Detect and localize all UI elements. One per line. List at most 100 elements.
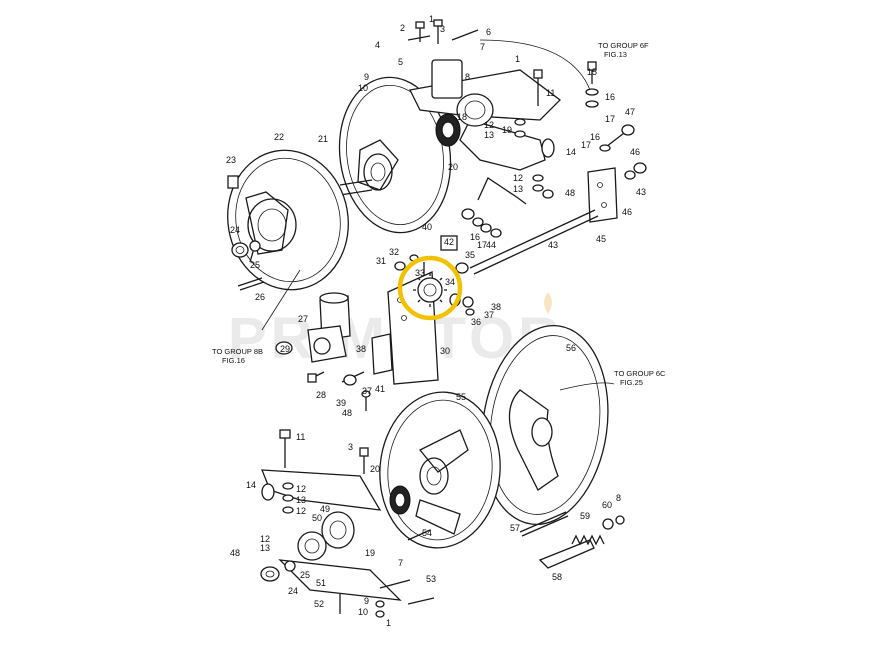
part-label: 3 [348, 442, 353, 452]
part-label: 19 [365, 548, 375, 558]
part-label: 23 [226, 155, 236, 165]
note-right-line2: FIG.25 [620, 378, 643, 387]
part-label: 38 [491, 302, 501, 312]
part-label: 25 [250, 260, 260, 270]
group-notes: TO GROUP 6F FIG.13 TO GROUP 8B FIG.16 TO… [212, 41, 666, 387]
part-label: 50 [312, 513, 322, 523]
part-label: 14 [566, 147, 576, 157]
part-labels: 2 1 3 4 6 5 7 1 9 10 8 11 15 16 17 47 16… [226, 14, 646, 628]
note-top-line1: TO GROUP 6F [598, 41, 649, 50]
part-label: 6 [486, 27, 491, 37]
part-label: 19 [502, 125, 512, 135]
part-label: 49 [320, 504, 330, 514]
top-reel-assembly [338, 19, 647, 275]
part-label: 9 [364, 596, 369, 606]
part-label: 42 [444, 237, 454, 247]
part-label: 33 [415, 268, 425, 278]
part-label: 10 [358, 607, 368, 617]
note-left-line1: TO GROUP 8B [212, 347, 263, 356]
center-assembly [275, 235, 475, 411]
part-label: 7 [480, 42, 485, 52]
part-label: 46 [622, 207, 632, 217]
part-label: 27 [298, 314, 308, 324]
part-label: 36 [471, 317, 481, 327]
part-label: 12 [296, 506, 306, 516]
part-label: 20 [370, 464, 380, 474]
left-reel-assembly [227, 149, 349, 331]
part-label: 13 [484, 130, 494, 140]
part-label: 8 [616, 493, 621, 503]
part-label: 10 [358, 83, 368, 93]
part-label: 30 [440, 346, 450, 356]
part-label: 15 [587, 67, 597, 77]
part-label: 48 [342, 408, 352, 418]
part-label: 32 [389, 247, 399, 257]
part-label: 17 [477, 240, 487, 250]
part-label: 38 [356, 344, 366, 354]
part-label: 13 [513, 184, 523, 194]
part-label: 24 [288, 586, 298, 596]
part-label: 4 [375, 40, 380, 50]
part-label: 46 [630, 147, 640, 157]
part-label: 35 [465, 250, 475, 260]
note-top-line2: FIG.13 [604, 50, 627, 59]
part-label: 53 [426, 574, 436, 584]
part-label: 16 [470, 232, 480, 242]
part-label: 9 [364, 72, 369, 82]
part-label: 54 [422, 528, 432, 538]
part-label: 13 [296, 495, 306, 505]
watermark-flame-icon [544, 292, 552, 314]
part-label: 29 [280, 344, 290, 354]
part-label: 41 [375, 384, 385, 394]
part-label: 12 [484, 120, 494, 130]
part-label: 18 [457, 112, 467, 122]
part-label: 47 [625, 107, 635, 117]
part-label: 51 [316, 578, 326, 588]
part-label: 20 [448, 162, 458, 172]
part-label: 34 [445, 277, 455, 287]
part-label: 48 [565, 188, 575, 198]
part-label: 1 [515, 54, 520, 64]
part-label: 16 [590, 132, 600, 142]
part-label: 12 [513, 173, 523, 183]
part-label: 12 [296, 484, 306, 494]
part-label: 5 [398, 57, 403, 67]
part-label: 3 [440, 24, 445, 34]
part-label: 39 [336, 398, 346, 408]
highlight-circle [397, 255, 463, 321]
bottom-reel-assembly [260, 324, 625, 618]
part-label: 31 [376, 256, 386, 266]
part-label: 59 [580, 511, 590, 521]
part-label: 60 [602, 500, 612, 510]
part-label: 13 [260, 543, 270, 553]
part-label: 44 [486, 240, 496, 250]
part-label: 28 [316, 390, 326, 400]
part-label: 52 [314, 599, 324, 609]
part-label: 17 [581, 140, 591, 150]
part-label: 43 [636, 187, 646, 197]
part-label: 58 [552, 572, 562, 582]
part-label: 12 [260, 534, 270, 544]
part-label: 21 [318, 134, 328, 144]
part-label: 37 [484, 310, 494, 320]
part-label: 22 [274, 132, 284, 142]
part-label: 7 [398, 558, 403, 568]
part-label: 55 [456, 392, 466, 402]
part-label: 14 [246, 480, 256, 490]
part-label: 40 [422, 222, 432, 232]
part-label: 37 [362, 386, 372, 396]
part-label: 17 [605, 114, 615, 124]
part-label: 25 [300, 570, 310, 580]
part-label: 24 [230, 225, 240, 235]
part-label: 56 [566, 343, 576, 353]
part-label: 48 [230, 548, 240, 558]
part-label: 8 [465, 72, 470, 82]
part-label: 26 [255, 292, 265, 302]
note-right-line1: TO GROUP 6C [614, 369, 666, 378]
part-label: 11 [296, 432, 305, 442]
part-label: 1 [386, 618, 391, 628]
part-label: 11 [546, 88, 555, 98]
part-label: 57 [510, 523, 520, 533]
note-left-line2: FIG.16 [222, 356, 245, 365]
